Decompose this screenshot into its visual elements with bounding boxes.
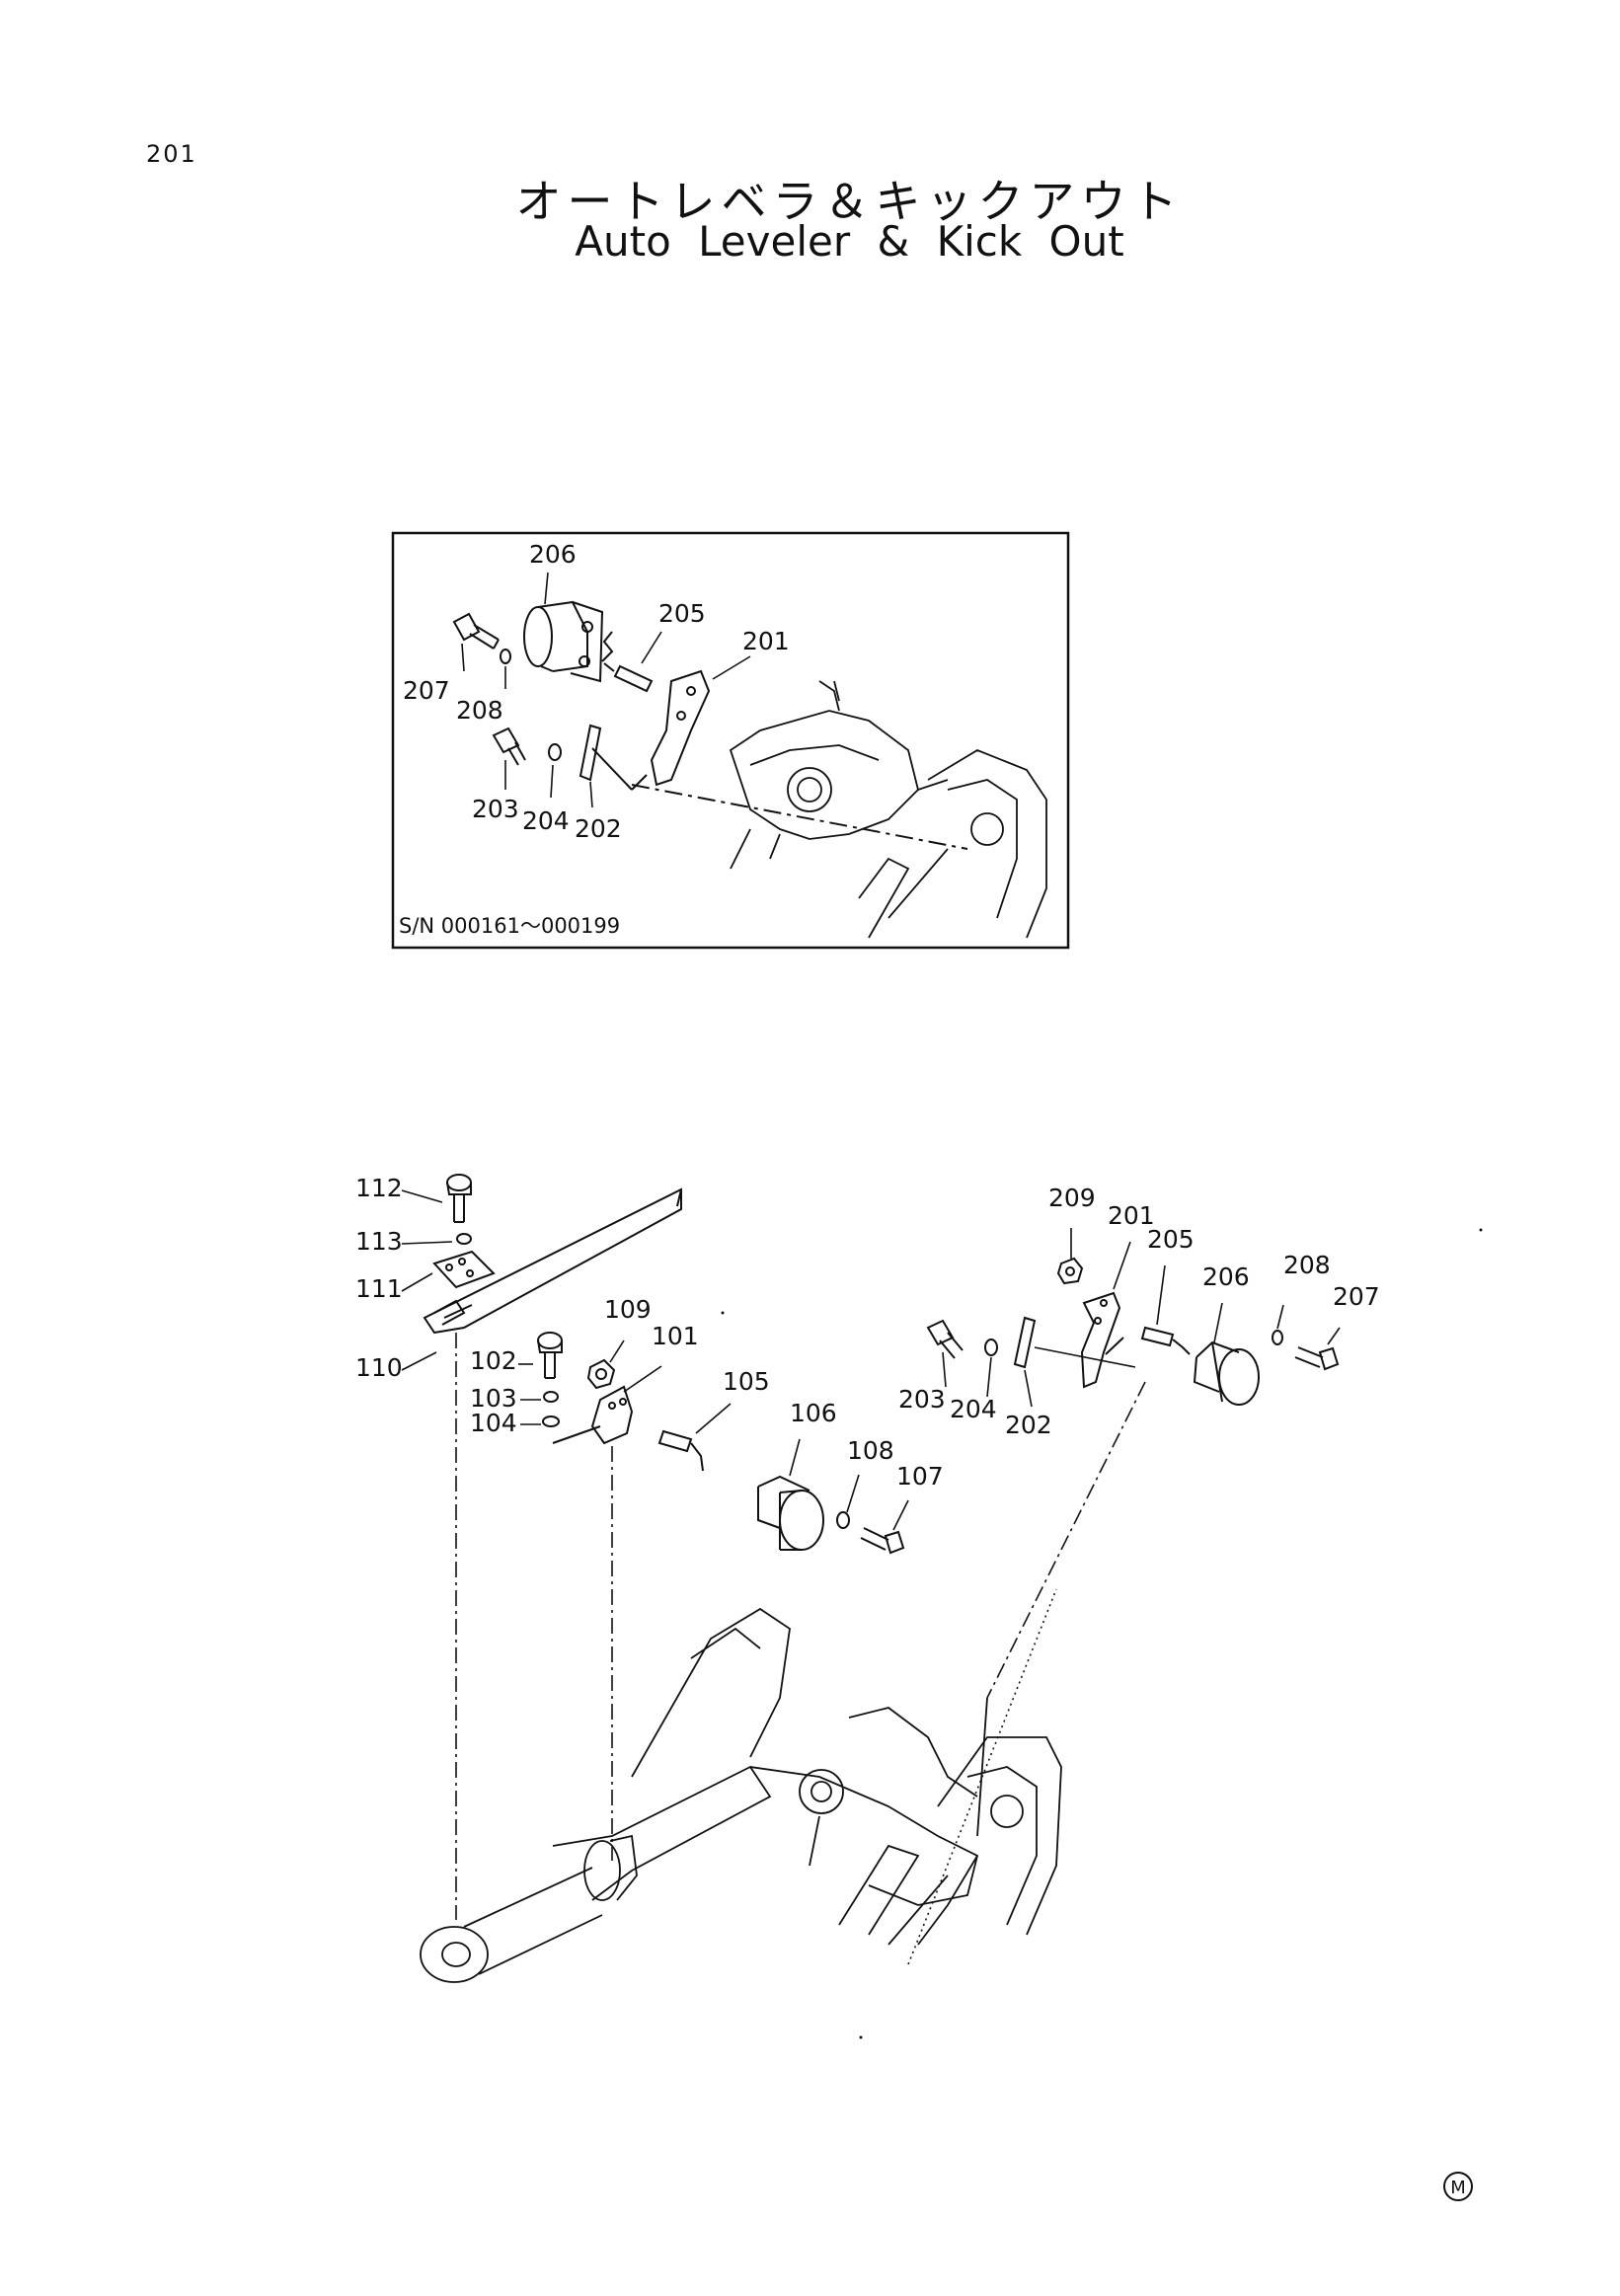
main-bolt-107 (860, 1527, 905, 1555)
inset-callout-205: 205 (658, 599, 706, 628)
inset-callout-207: 207 (403, 676, 450, 705)
main-callout-107: 107 (896, 1462, 944, 1491)
inset-frame (391, 531, 1070, 950)
inset-callout-201: 201 (742, 627, 790, 655)
main-bolt-203 (926, 1319, 964, 1359)
main-nut-109 (586, 1358, 616, 1390)
inset-callout-202: 202 (575, 814, 622, 843)
main-plate-201 (1080, 1291, 1124, 1389)
main-washer-108 (836, 1511, 850, 1529)
inset-plate-201 (631, 669, 711, 791)
main-washer-208 (1272, 1330, 1283, 1345)
main-callout-109: 109 (604, 1295, 652, 1324)
inset-pin-202 (579, 724, 602, 782)
main-rod-110 (423, 1187, 682, 1335)
main-pin-202 (1013, 1316, 1037, 1369)
main-callout-207: 207 (1333, 1282, 1380, 1311)
inset-switch-bracket-206 (523, 600, 604, 683)
main-callout-110: 110 (355, 1353, 403, 1382)
main-leader-lines (401, 1189, 1341, 1531)
main-bolt-102 (537, 1332, 563, 1379)
inset-bolt-207 (452, 612, 500, 650)
page-title-japanese: オートレベラ＆キックアウト (515, 175, 1184, 228)
inset-alignment-line (631, 784, 968, 850)
inset-callout-206: 206 (529, 540, 577, 569)
main-callout-108: 108 (847, 1436, 894, 1465)
manufacturer-mark: M (1443, 2172, 1473, 2201)
main-washer-113 (456, 1233, 472, 1245)
main-nut-209 (1056, 1257, 1084, 1285)
inset-boom-drawing (729, 680, 1047, 939)
main-callout-103: 103 (470, 1384, 517, 1413)
main-callout-111: 111 (355, 1274, 403, 1303)
inset-bolt-203 (492, 727, 526, 766)
stray-marks (721, 1228, 1483, 2039)
inset-callouts: 206 205 201 207 208 203 204 202 S/N 0001… (399, 540, 790, 938)
main-callout-112: 112 (355, 1174, 403, 1202)
main-washer-204 (984, 1339, 998, 1356)
main-washer-103 (543, 1391, 559, 1403)
main-washer-104 (542, 1416, 560, 1427)
main-callout-205: 205 (1147, 1225, 1195, 1254)
inset-proximity-switch-205 (601, 631, 654, 693)
main-plate-111 (432, 1250, 496, 1289)
main-callout-201: 201 (1108, 1201, 1155, 1230)
main-callout-203: 203 (898, 1385, 946, 1414)
main-callout-104: 104 (470, 1409, 517, 1437)
main-switch-case-106 (757, 1475, 824, 1551)
inset-serial-label: S/N 000161～000199 (399, 914, 620, 938)
inset-washer-204 (548, 743, 562, 761)
main-bolt-112 (446, 1174, 472, 1223)
main-callout-208: 208 (1283, 1251, 1331, 1279)
inset-leader-pin (591, 747, 633, 791)
main-switch-case-206 (1193, 1340, 1260, 1406)
main-callout-105: 105 (723, 1367, 770, 1396)
main-callout-113: 113 (355, 1227, 403, 1256)
main-callout-204: 204 (950, 1395, 997, 1423)
main-proximity-switch-205 (1140, 1326, 1191, 1355)
inset-callout-203: 203 (472, 795, 519, 823)
main-boom-drawing (420, 1607, 1062, 1983)
main-bracket-101 (552, 1385, 634, 1445)
main-bolt-207 (1294, 1346, 1340, 1371)
page-title-english: Auto Leveler & Kick Out (575, 217, 1124, 266)
main-callout-209: 209 (1048, 1184, 1096, 1212)
page-number: 201 (146, 140, 197, 168)
main-callouts: 112 113 111 110 102 103 104 109 101 105 … (355, 1174, 1380, 1491)
inset-callout-204: 204 (522, 806, 570, 835)
main-callout-202: 202 (1005, 1411, 1052, 1439)
main-proximity-switch-105 (657, 1429, 704, 1472)
inset-washer-208 (500, 649, 511, 664)
main-callout-106: 106 (790, 1399, 837, 1427)
main-callout-206: 206 (1202, 1263, 1250, 1291)
main-callout-101: 101 (652, 1322, 699, 1350)
main-callout-102: 102 (470, 1346, 517, 1375)
inset-callout-208: 208 (456, 696, 503, 725)
inset-leader-lines (461, 572, 751, 808)
